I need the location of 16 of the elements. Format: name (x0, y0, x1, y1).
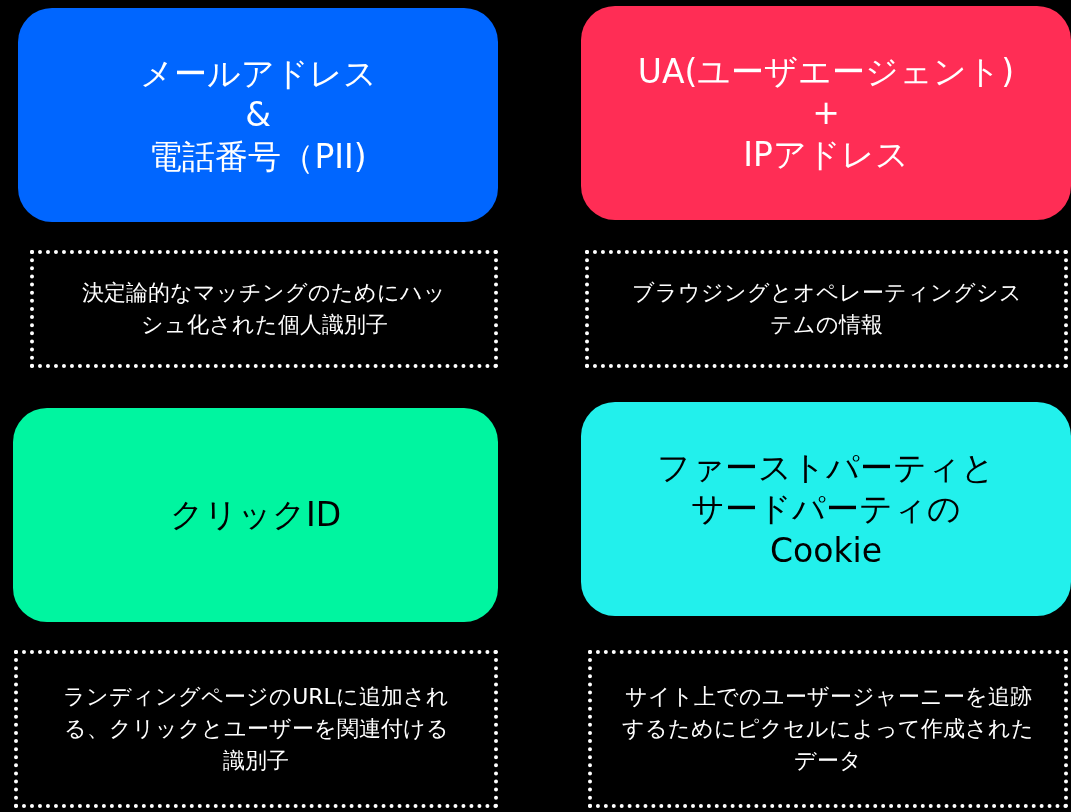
category-card (581, 6, 1071, 220)
description-text: ブラウジングとオペレーティングシステムの情報 (630, 279, 1023, 339)
description-box (585, 250, 1068, 368)
card-title: ファーストパーティとサードパーティのCookie (656, 447, 996, 571)
category-card (581, 402, 1071, 616)
description-box (14, 650, 498, 808)
category-card (18, 8, 498, 222)
category-card (13, 408, 498, 622)
card-title: メールアドレス & 電話番号（PII) (139, 53, 377, 177)
card-title: クリックID (169, 494, 342, 536)
description-text: 決定論的なマッチングのためにハッシュ化された個人識別子 (81, 279, 447, 339)
card-title: UA(ユーザエージェント) + IPアドレス (637, 51, 1015, 175)
description-box (30, 250, 498, 368)
description-box (588, 650, 1068, 808)
description-text: サイト上でのユーザージャーニーを追跡するためにピクセルによって作成されたデータ (622, 683, 1034, 775)
description-text: ランディングページのURLに追加される、クリックとユーザーを関連付ける識別子 (62, 683, 450, 775)
